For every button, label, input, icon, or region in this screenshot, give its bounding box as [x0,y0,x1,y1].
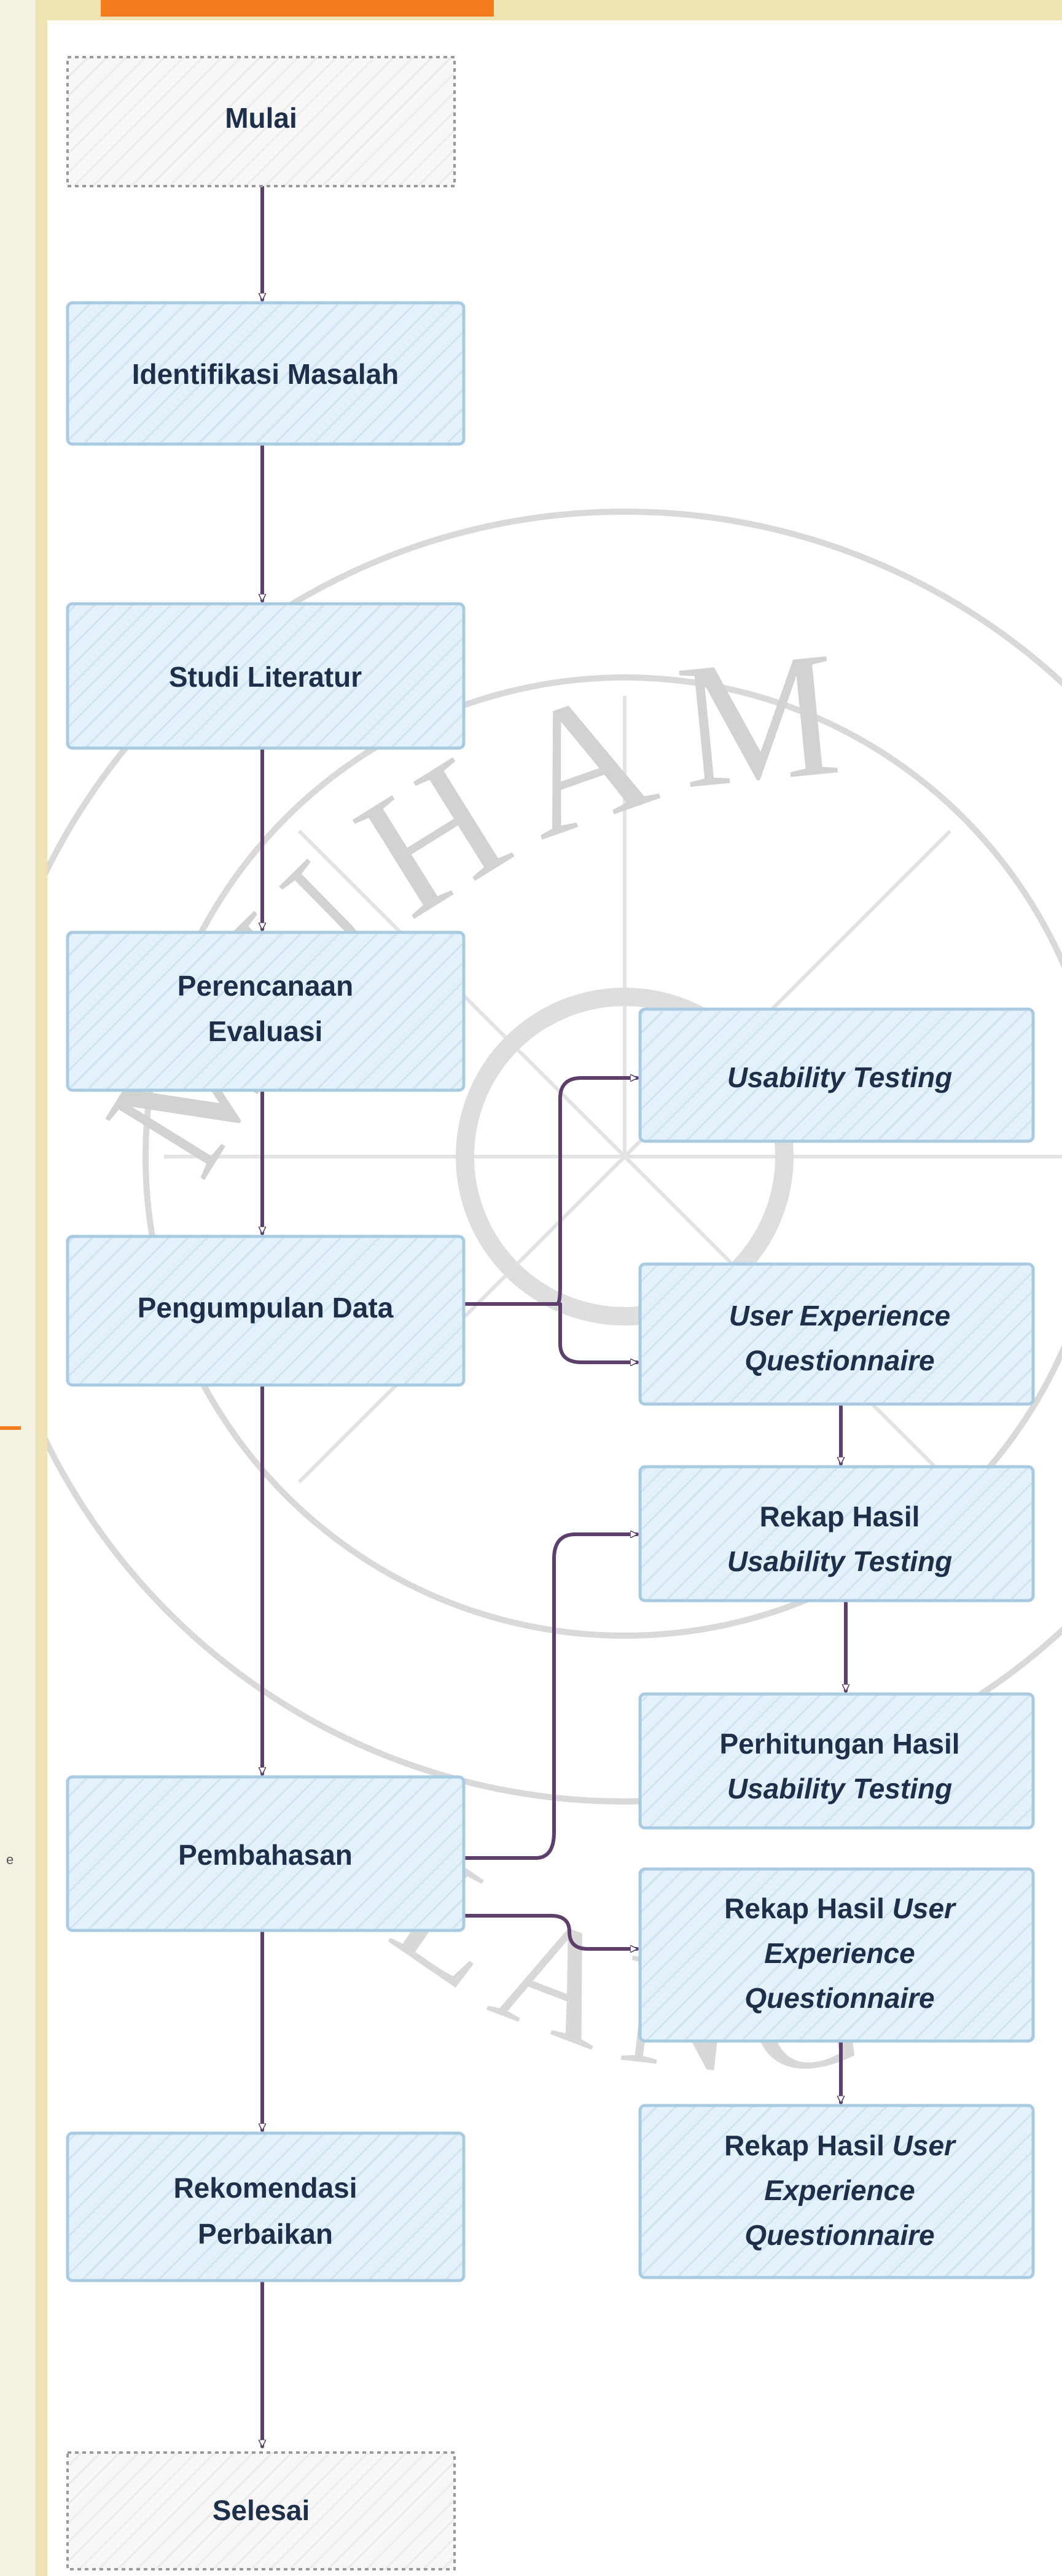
step-rekap-ueq-b-line2: Experience [764,2174,915,2206]
step-usability-testing-label: Usability Testing [727,1061,952,1093]
step-rekap-ut-line2: Usability Testing [727,1545,952,1577]
step-pembahasan-label: Pembahasan [178,1839,353,1871]
step-perencanaan-line1: Perencanaan [178,970,353,1002]
step-rekap-ueq-b-line3: Questionnaire [744,2219,934,2251]
step-rekap-ueq-a-line2: Experience [764,1937,915,1969]
step-hitung-ut-line2: Usability Testing [727,1773,952,1805]
step-perhitungan-hasil-usability [638,1692,1035,1830]
step-perencanaan-evaluasi [66,931,466,1092]
step-studi-label: Studi Literatur [169,661,362,693]
step-identifikasi-label: Identifikasi Masalah [132,358,399,390]
diagram-sheet: MUHAM ALANG Mulai [47,20,1062,2576]
orange-divider [0,1426,21,1430]
step-rekap-hasil-usability [638,1465,1035,1602]
step-ueq-line1: User Experience [729,1300,951,1332]
step-rekomendasi-line2: Perbaikan [198,2218,333,2250]
watermark-inner-ring [143,674,1062,1639]
step-perencanaan-line2: Evaluasi [208,1015,323,1047]
step-rekap-hasil-ueq-a [638,1867,1035,2043]
step-pengumpulan-label: Pengumpulan Data [138,1292,394,1324]
end-label: Selesai [213,2494,310,2526]
step-ueq-line2: Questionnaire [744,1345,934,1376]
step-pembahasan [66,1775,466,1932]
step-rekap-ueq-a-line3: Questionnaire [744,1982,934,2014]
step-rekomendasi-perbaikan [66,2131,466,2282]
step-rekomendasi-line1: Rekomendasi [173,2172,357,2204]
step-hitung-ut-line1: Perhitungan Hasil [719,1728,959,1760]
watermark-outer-ring [47,509,1062,1805]
arrow-pembahasan-rekap-ut [463,1534,639,1860]
step-rekap-hasil-ueq-b [638,2104,1035,2279]
arrow-pengumpulan-usability [463,1078,639,1306]
step-studi-literatur [66,602,466,750]
orange-header-tab [101,0,494,17]
arrow-pembahasan-rekap-ueq [463,1914,639,1949]
step-rekap-ueq-b-line1: Rekap Hasil User [724,2129,956,2161]
left-margin-panel: e [0,0,36,2576]
margin-note: e [6,1852,14,1867]
step-rekap-ueq-a-line1: Rekap Hasil User [724,1892,956,1924]
step-user-experience-questionnaire [638,1262,1035,1406]
step-rekap-ut-line1: Rekap Hasil [760,1501,920,1532]
step-identifikasi-masalah [66,301,466,446]
end-terminator [66,2451,456,2570]
start-terminator [66,56,456,187]
arrow-pengumpulan-ueq [558,1302,639,1362]
step-usability-testing [638,1007,1035,1143]
flowchart: Mulai Selesai Identifikasi Masalah Studi… [66,56,1035,2570]
step-pengumpulan-data [66,1235,466,1387]
start-label: Mulai [225,102,297,134]
